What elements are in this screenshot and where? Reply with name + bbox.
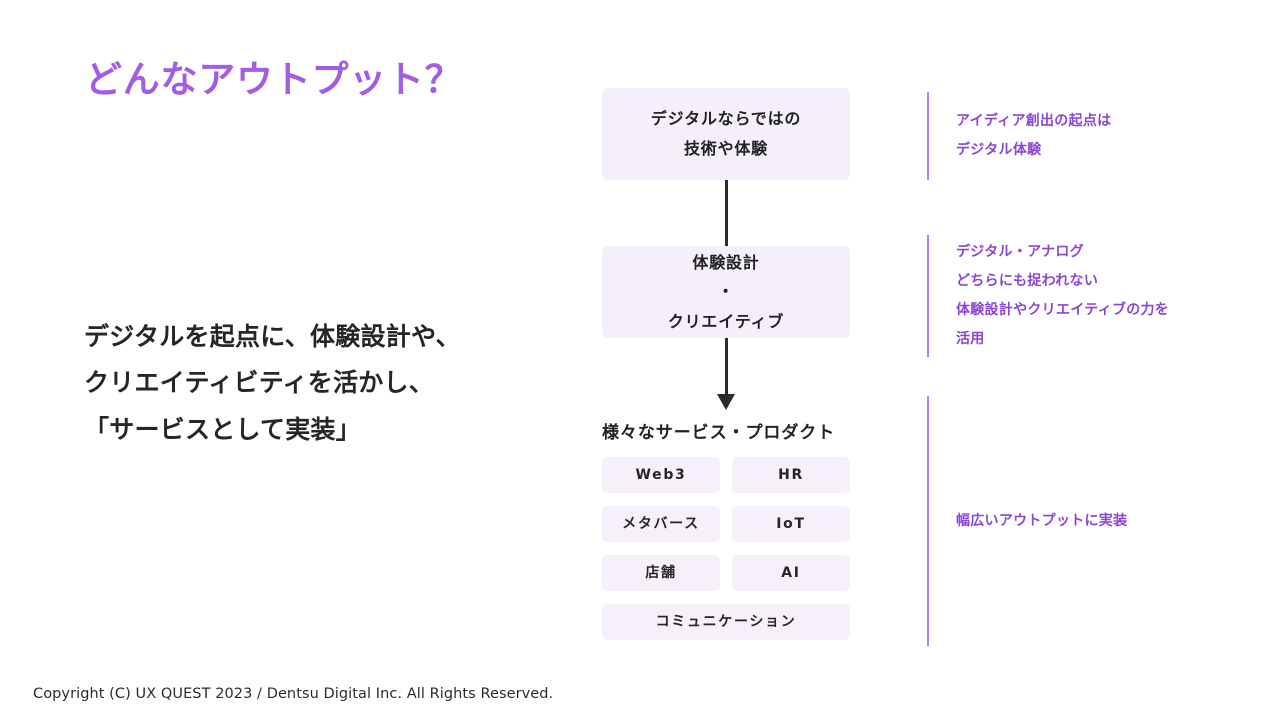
annotation-line: どちらにも捉われない (956, 273, 1099, 290)
annotation-line: デジタル体験 (956, 142, 1042, 158)
annotation-text: アイディア創出の起点は デジタル体験 (956, 107, 1111, 165)
lead-line: デジタルを起点に、体験設計や、 (84, 322, 461, 351)
lead-line: 「サービスとして実装」 (84, 414, 362, 444)
annotation-line: 活用 (956, 330, 985, 347)
annotation-line: アイディア創出の起点は (956, 113, 1112, 130)
annotation-text: 幅広いアウトプットに実装 (956, 507, 1127, 536)
page-title: どんなアウトプット？ (85, 58, 463, 101)
product-chip-grid: Web3 HR メタバース IoT 店舗 AI コミュニケーション (602, 457, 850, 640)
annotation-line: 幅広いアウトプットに実装 (956, 512, 1128, 529)
lead-line: クリエイティビティを活かし、 (84, 368, 435, 398)
flow-box-experience-design: 体験設計 ・ クリエイティブ (602, 246, 850, 338)
flow-box-line: ・ (717, 282, 735, 302)
connector-line-icon (602, 180, 850, 246)
product-chip: Web3 (602, 457, 720, 493)
footer-copyright: Copyright (C) UX QUEST 2023 / Dentsu Dig… (33, 686, 554, 702)
lead-paragraph: デジタルを起点に、体験設計や、 クリエイティビティを活かし、 「サービスとして実… (84, 314, 554, 453)
products-heading: 様々なサービス・プロダクト (602, 423, 836, 443)
flow-box-digital-technology: デジタルならではの 技術や体験 (602, 88, 850, 180)
annotation-broad-output: 幅広いアウトプットに実装 (927, 396, 1227, 646)
product-chip: HR (732, 457, 850, 493)
product-chip: コミュニケーション (602, 604, 850, 640)
connector-stem (724, 338, 728, 396)
annotation-line: デジタル・アナログ (956, 244, 1084, 261)
arrow-down-icon (602, 338, 850, 410)
annotation-rule (927, 92, 929, 180)
flow-box-line: デジタルならではの (650, 109, 802, 129)
flow-diagram: デジタルならではの 技術や体験 体験設計 ・ クリエイティブ 様々なサービス・プ… (602, 88, 850, 640)
product-chip: AI (732, 555, 850, 591)
flow-box-line: 技術や体験 (683, 139, 768, 158)
annotation-rule (927, 235, 929, 357)
annotation-idea-origin: アイディア創出の起点は デジタル体験 (927, 92, 1227, 180)
annotation-rule (927, 396, 929, 646)
flow-box-line: 体験設計 (692, 252, 760, 272)
annotation-column: アイディア創出の起点は デジタル体験 デジタル・アナログ どちらにも捉われない … (927, 0, 1247, 720)
connector-stem (724, 180, 728, 246)
annotation-line: 体験設計やクリエイティブの力を (956, 302, 1170, 318)
product-chip: メタバース (602, 506, 720, 542)
product-chip: IoT (732, 506, 850, 542)
arrowhead (717, 394, 735, 410)
product-chip: 店舗 (602, 555, 720, 591)
flow-box-line: クリエイティブ (667, 311, 785, 331)
annotation-digital-analog: デジタル・アナログ どちらにも捉われない 体験設計やクリエイティブの力を 活用 (927, 235, 1227, 357)
annotation-text: デジタル・アナログ どちらにも捉われない 体験設計やクリエイティブの力を 活用 (956, 238, 1169, 354)
